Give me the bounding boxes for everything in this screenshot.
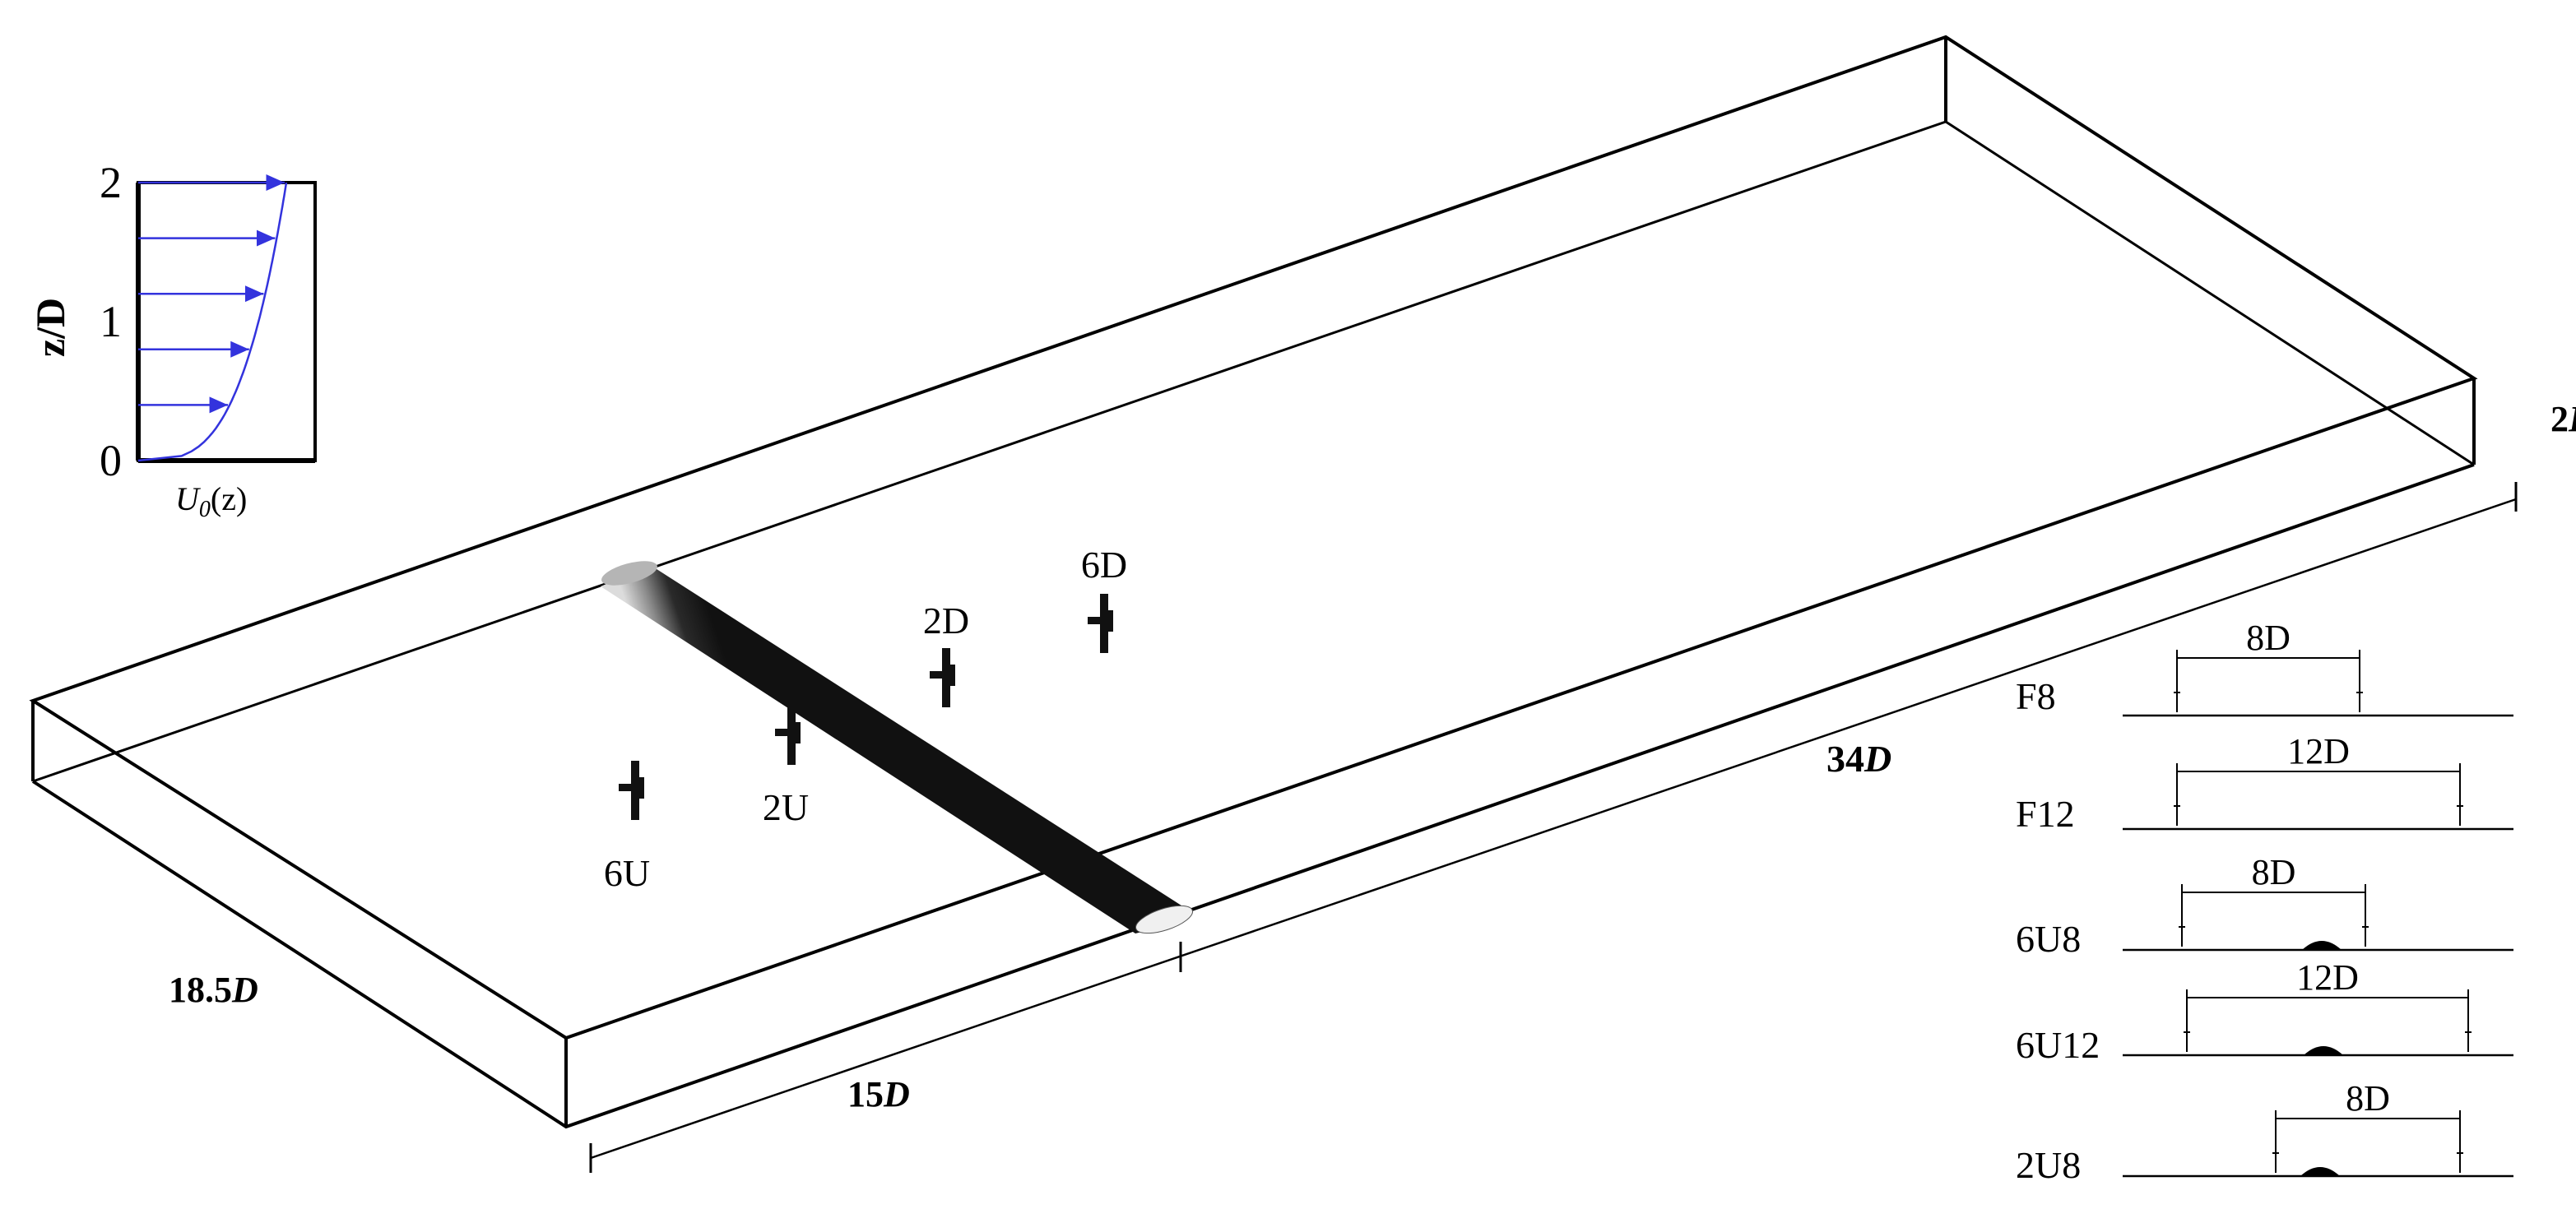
config-hill (2304, 1046, 2343, 1055)
config-spacing-label: 12D (2296, 957, 2359, 998)
hill-body (601, 567, 1193, 933)
box-bottom-left-edge (32, 120, 1947, 783)
turbine-6d: 6D (1081, 544, 1127, 653)
velocity-arrows (138, 174, 285, 414)
config-f8: F8 8D (2016, 618, 2513, 717)
turbine-label: 2D (923, 600, 969, 642)
dimension-annotations (589, 482, 2518, 1173)
turbine-rotor (930, 671, 953, 679)
configuration-legend: F8 8D F12 12D 6U8 8D 6U12 12D 2U8 8D (2016, 618, 2513, 1186)
config-name: 6U12 (2016, 1024, 2100, 1066)
turbine-2d: 2D (923, 600, 969, 707)
domain-box (29, 35, 2478, 1129)
hill-end-cap-back (601, 561, 657, 586)
inset-y-axis-label: z/D (27, 298, 73, 357)
config-6u12: 6U12 12D (2016, 957, 2513, 1066)
turbine-label: 6D (1081, 544, 1127, 586)
hill-end-cap-front (1135, 905, 1193, 934)
turbine-label: 2U (763, 786, 809, 828)
config-name: 2U8 (2016, 1144, 2081, 1186)
height-label: 2D (2550, 399, 2576, 439)
inset-y-tick-label: 2 (100, 158, 122, 207)
config-name: F8 (2016, 675, 2056, 717)
config-spacing-label: 8D (2252, 852, 2296, 892)
turbine-2u: 2U (763, 706, 809, 828)
config-f12: F12 12D (2016, 731, 2513, 835)
config-6u8: 6U8 8D (2016, 852, 2513, 960)
inset-y-tick-label: 1 (100, 297, 122, 346)
length-dimension-line (590, 498, 2517, 1160)
upstream-distance-label: 15D (847, 1074, 910, 1114)
width-label: 18.5D (169, 970, 258, 1010)
turbines: 6U 2U 2D 6D (604, 544, 1127, 894)
length-label: 34D (1826, 738, 1891, 780)
turbine-rotor (775, 729, 798, 736)
inset-y-tick-label: 0 (100, 436, 122, 485)
inlet-profile-inset: 0 1 2 z/D U0(z) (27, 158, 317, 522)
turbine-nacelle (792, 722, 801, 743)
turbine-nacelle (1105, 610, 1113, 632)
turbine-nacelle (947, 665, 955, 686)
config-spacing-label: 8D (2346, 1078, 2390, 1119)
config-2u8: 2U8 8D (2016, 1078, 2513, 1186)
turbine-rotor (619, 784, 642, 791)
config-hill (2300, 1167, 2340, 1176)
turbine-6u: 6U (604, 761, 650, 894)
turbine-nacelle (636, 777, 644, 799)
config-name: F12 (2016, 793, 2075, 835)
config-spacing-label: 8D (2246, 618, 2291, 658)
inset-tick-labels: 0 1 2 (100, 158, 122, 485)
turbine-rotor (1088, 617, 1111, 624)
box-bottom-face (31, 463, 2475, 1129)
inset-frame (137, 181, 317, 462)
hill-ridge (601, 561, 1193, 934)
config-spacing-label: 12D (2287, 731, 2350, 771)
config-hill (2302, 941, 2342, 950)
box-bottom-back-edge (1945, 120, 2475, 466)
inset-x-axis-label: U0(z) (175, 480, 247, 522)
velocity-profile-curve (137, 182, 288, 462)
turbine-label: 6U (604, 852, 650, 894)
config-name: 6U8 (2016, 918, 2081, 960)
